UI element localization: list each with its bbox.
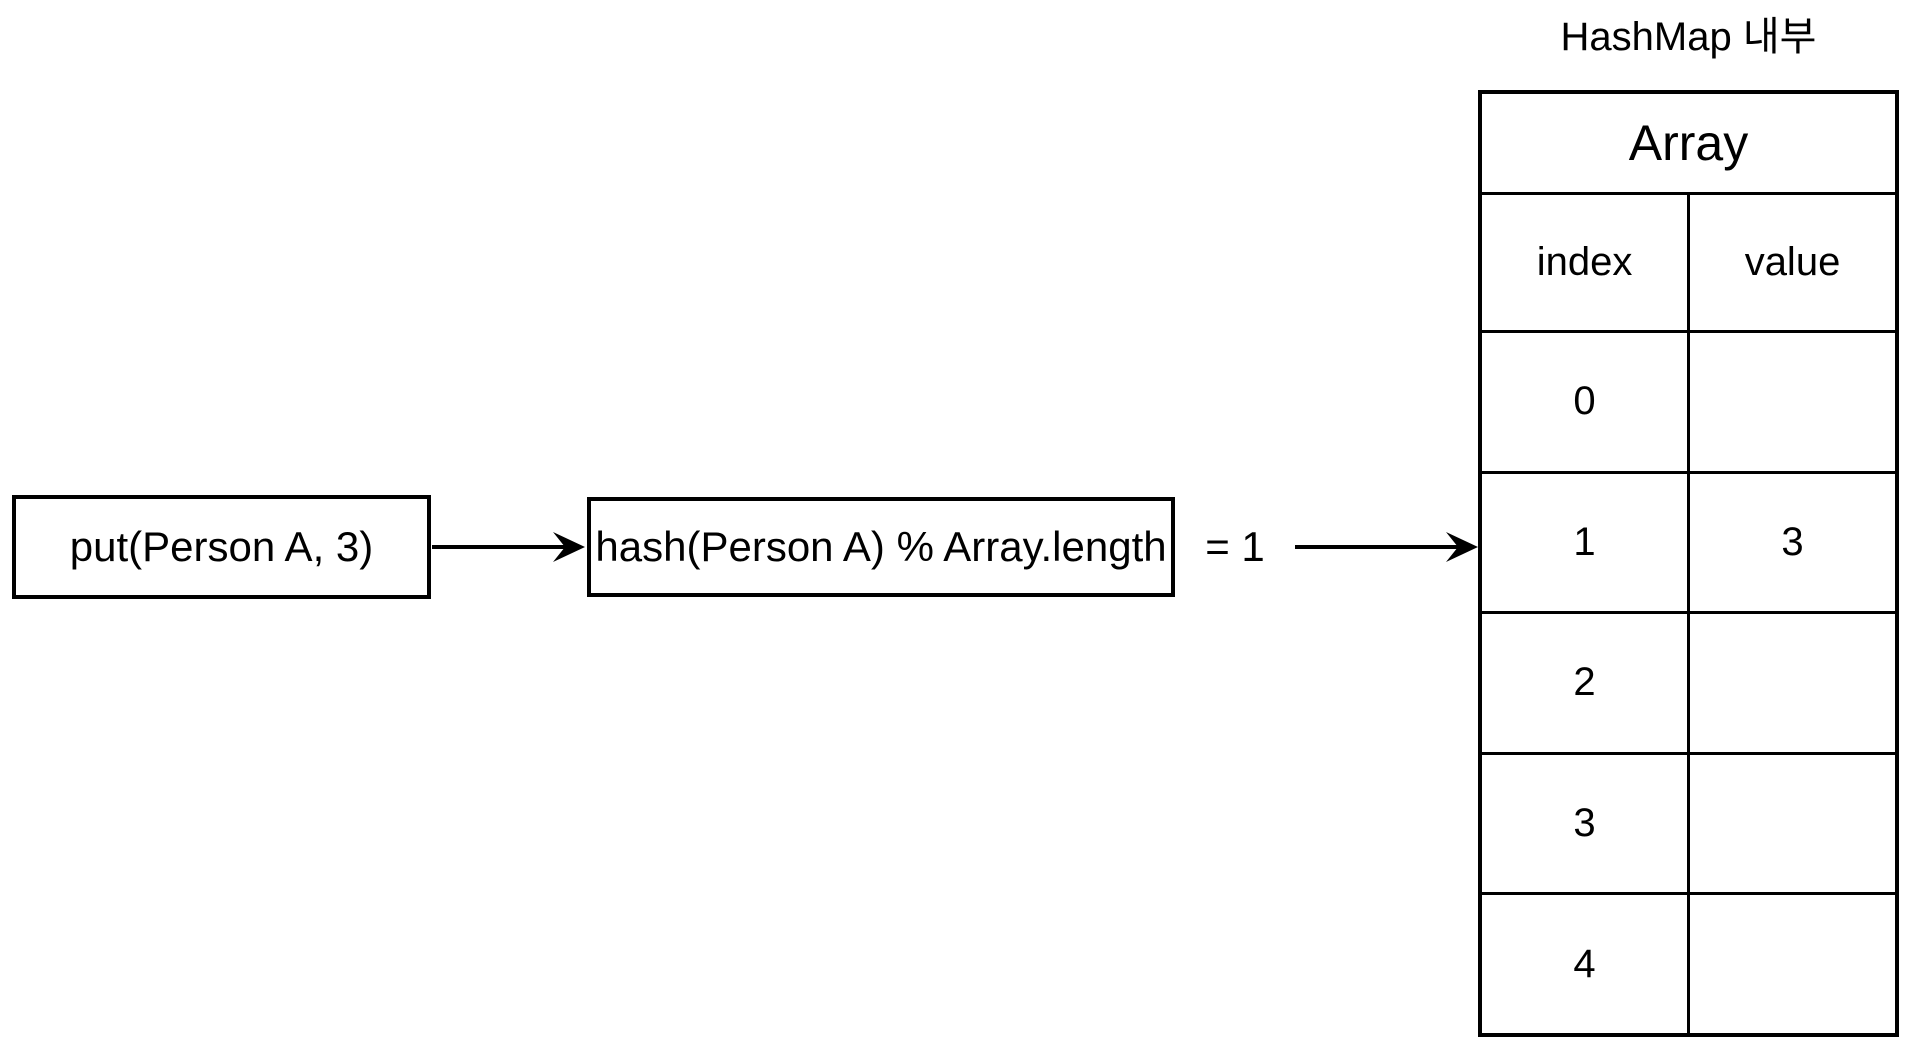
hashmap-table-title: HashMap 내부: [1560, 15, 1817, 59]
hash-function-label: hash(Person A) % Array.length: [595, 523, 1167, 570]
value-cell: [1690, 895, 1895, 1033]
index-cell: 3: [1482, 754, 1687, 893]
hashmap-array-table: Array index value 0 1 3 2 3 4: [1478, 90, 1899, 1037]
table-row: 1 3: [1482, 473, 1895, 612]
index-cell: 0: [1482, 333, 1687, 471]
arrow-right-icon: [1446, 532, 1478, 562]
value-column-header: value: [1690, 195, 1895, 330]
array-header-cell: Array: [1482, 94, 1895, 192]
index-cell: 4: [1482, 895, 1687, 1033]
value-cell: 3: [1690, 473, 1895, 612]
value-cell: [1690, 614, 1895, 752]
put-call-label: put(Person A, 3): [69, 523, 374, 570]
arrow-put-to-hash: [432, 532, 585, 562]
index-cell: 2: [1482, 614, 1687, 752]
table-row: 4: [1482, 895, 1895, 1033]
arrow-hash-to-table: [1295, 532, 1478, 562]
hash-result-label: = 1: [1205, 523, 1265, 570]
table-row: 2: [1482, 614, 1895, 752]
value-cell: [1690, 754, 1895, 893]
column-header-row: index value: [1482, 195, 1895, 330]
value-cell: [1690, 333, 1895, 471]
table-row: 0: [1482, 333, 1895, 471]
index-column-header: index: [1482, 195, 1687, 330]
arrow-right-icon: [553, 532, 585, 562]
table-row: 3: [1482, 754, 1895, 893]
index-cell: 1: [1482, 473, 1687, 612]
hash-result: = 1: [1185, 497, 1285, 597]
hash-function-box: hash(Person A) % Array.length: [587, 497, 1175, 597]
put-call-box: put(Person A, 3): [12, 495, 431, 599]
